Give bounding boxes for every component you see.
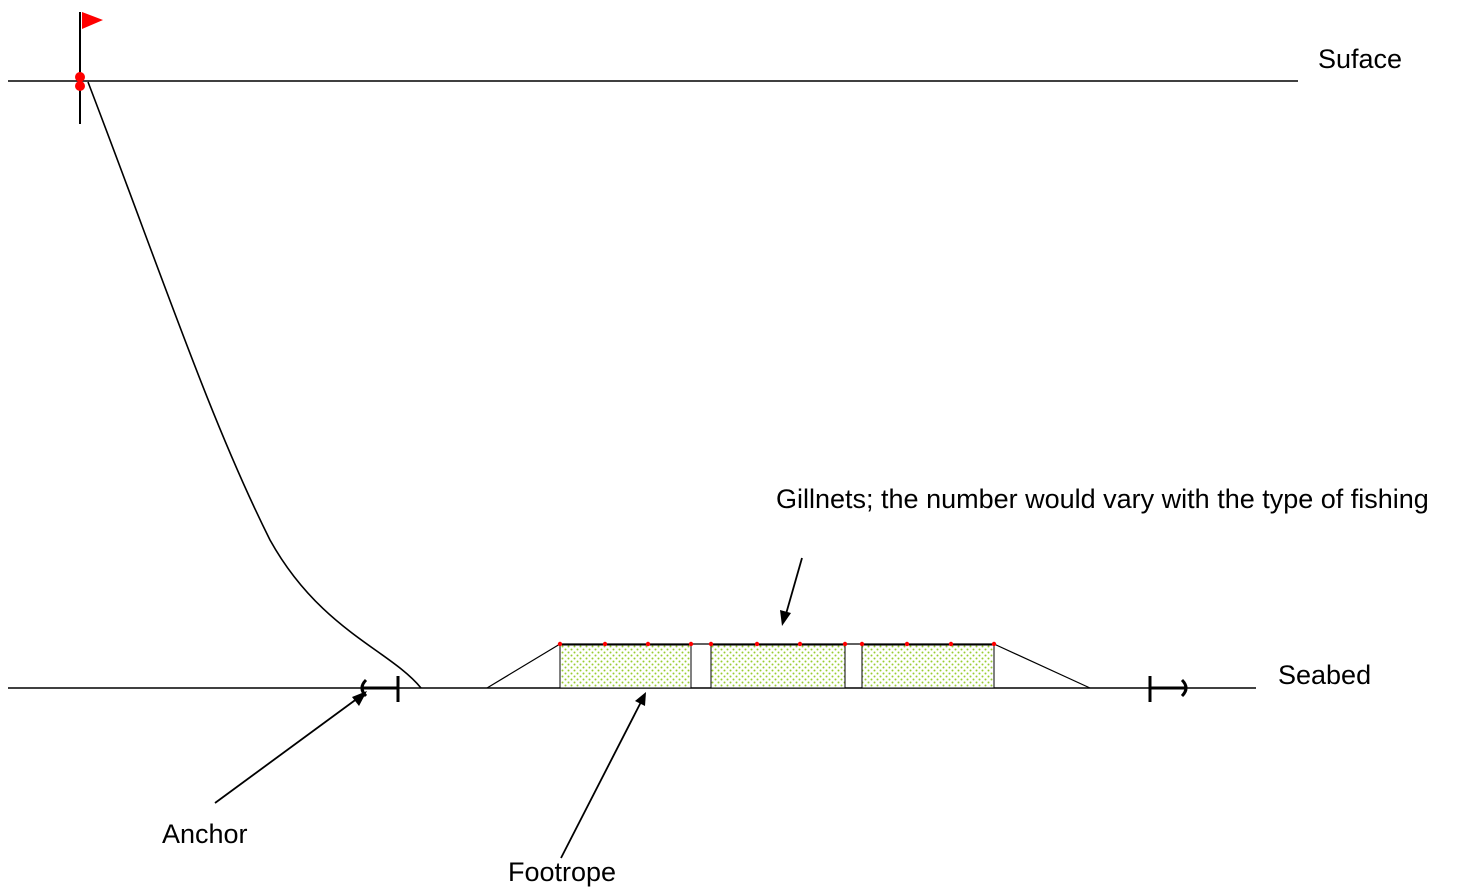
anchor-arrow: [214, 691, 367, 804]
anchor-icon: [360, 676, 400, 702]
gillnets-arrow: [780, 557, 803, 626]
gillnet-panel: [559, 644, 692, 689]
buoy-line: [87, 81, 422, 689]
anchor-icon: [1148, 676, 1188, 702]
gillnet-panel: [710, 644, 846, 689]
gillnet-panel: [861, 644, 995, 689]
footrope-label: Footrope: [508, 857, 617, 887]
gillnets-label: Gillnets; the number would vary with the…: [776, 484, 1429, 514]
headline-floats: [557, 641, 997, 647]
surface-label: Suface: [1318, 44, 1403, 74]
flag-buoy-icon: [75, 12, 103, 124]
footrope-arrow: [560, 692, 646, 859]
left-bridle-line: [486, 643, 561, 689]
seabed-label: Seabed: [1278, 660, 1372, 690]
right-bridle-line: [993, 643, 1091, 689]
anchor-label: Anchor: [162, 819, 248, 849]
